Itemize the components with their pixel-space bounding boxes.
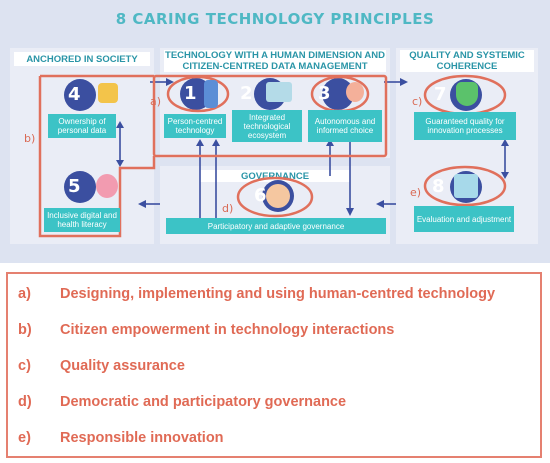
principle-number-8: 8 bbox=[432, 176, 445, 197]
principle-number-2: 2 bbox=[240, 83, 253, 104]
legend-key: a) bbox=[18, 286, 31, 302]
principle-label-5: Inclusive digital and health literacy bbox=[44, 208, 120, 232]
legend-box: a) Designing, implementing and using hum… bbox=[6, 272, 542, 458]
marker-d: d) bbox=[222, 202, 234, 215]
principle-label-2: Integrated technological ecosystem bbox=[232, 110, 302, 142]
header-tech: TECHNOLOGY WITH A HUMAN DIMENSION AND CI… bbox=[164, 50, 386, 72]
legend-text: Quality assurance bbox=[60, 358, 185, 374]
principle-number-6: 6 bbox=[254, 185, 267, 206]
marker-c: c) bbox=[412, 95, 423, 108]
head-brain-icon bbox=[96, 174, 118, 198]
principle-label-7: Guaranteed quality for innovation proces… bbox=[414, 112, 516, 140]
shield-check-icon bbox=[456, 82, 478, 106]
marker-a: a) bbox=[150, 95, 162, 108]
chart-magnifier-icon bbox=[454, 174, 478, 198]
legend-text: Designing, implementing and using human-… bbox=[60, 286, 496, 302]
legend-key: d) bbox=[18, 394, 32, 410]
marker-b: b) bbox=[24, 132, 36, 145]
header-quality: QUALITY AND SYSTEMIC COHERENCE bbox=[400, 50, 534, 72]
key-icon bbox=[98, 83, 118, 103]
header-society: ANCHORED IN SOCIETY bbox=[14, 52, 150, 66]
hands-together-icon bbox=[266, 184, 290, 208]
legend-key: c) bbox=[18, 358, 31, 374]
legend-key: e) bbox=[18, 430, 31, 446]
marker-e: e) bbox=[410, 186, 422, 199]
principle-label-8: Evaluation and adjustment bbox=[414, 206, 514, 232]
principle-label-1: Person-centred technology bbox=[164, 114, 226, 138]
principle-number-5: 5 bbox=[68, 176, 81, 197]
principle-number-7: 7 bbox=[434, 84, 447, 105]
principle-number-1: 1 bbox=[184, 83, 197, 104]
principle-label-4: Ownership of personal data bbox=[48, 114, 116, 138]
screen-network-icon bbox=[266, 82, 292, 102]
diagram-title: 8 CARING TECHNOLOGY PRINCIPLES bbox=[115, 10, 435, 28]
phone-person-icon bbox=[204, 80, 218, 108]
principle-number-3: 3 bbox=[318, 83, 331, 104]
legend-text: Democratic and participatory governance bbox=[60, 394, 347, 410]
hand-check-icon bbox=[346, 82, 364, 102]
header-governance: GOVERNANCE bbox=[200, 170, 350, 182]
principle-label-6: Participatory and adaptive governance bbox=[166, 218, 386, 234]
legend-text: Citizen empowerment in technology intera… bbox=[60, 322, 395, 338]
principle-number-4: 4 bbox=[68, 84, 81, 105]
legend-text: Responsible innovation bbox=[60, 430, 224, 446]
legend-key: b) bbox=[18, 322, 32, 338]
principle-label-3: Autonomous and informed choice bbox=[308, 110, 382, 142]
